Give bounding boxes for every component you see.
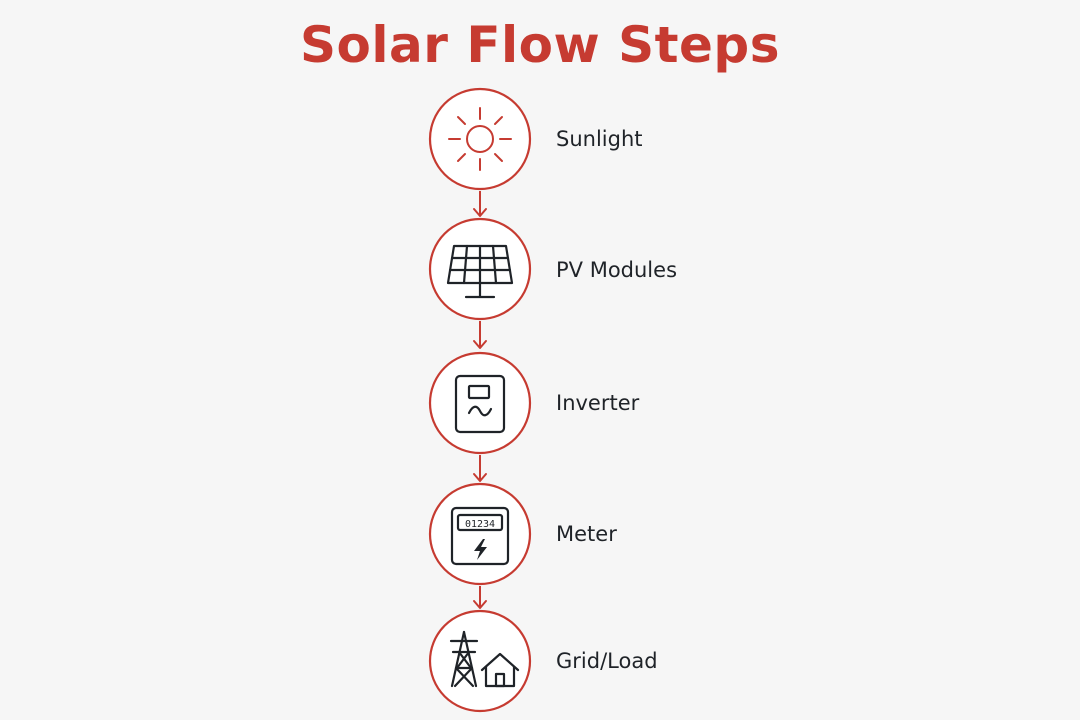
house-icon [480,652,520,688]
step-label-grid-load: Grid/Load [556,649,658,673]
flow-arrow [473,191,487,217]
transmission-tower-icon [449,630,479,688]
step-circle [428,351,532,455]
flow-arrow [473,586,487,609]
flow-arrow [473,455,487,482]
step-sunlight [428,87,532,191]
solar-panel-icon [446,244,514,299]
step-label-pv-modules: PV Modules [556,258,678,282]
diagram-title: Solar Flow Steps [300,16,780,74]
step-meter: 01234 [428,482,532,586]
step-circle [428,482,532,586]
step-label-sunlight: Sunlight [556,127,643,151]
sun-icon [448,107,512,171]
step-inverter [428,351,532,455]
step-circle [428,609,532,713]
meter-icon: 01234 [450,506,510,566]
meter-display: 01234 [465,519,495,530]
inverter-icon [454,374,506,434]
flow-arrow [473,321,487,349]
step-label-inverter: Inverter [556,391,640,415]
step-label-meter: Meter [556,522,617,546]
step-circle [428,87,532,191]
step-grid-load [428,609,532,713]
step-pv-modules [428,217,532,321]
